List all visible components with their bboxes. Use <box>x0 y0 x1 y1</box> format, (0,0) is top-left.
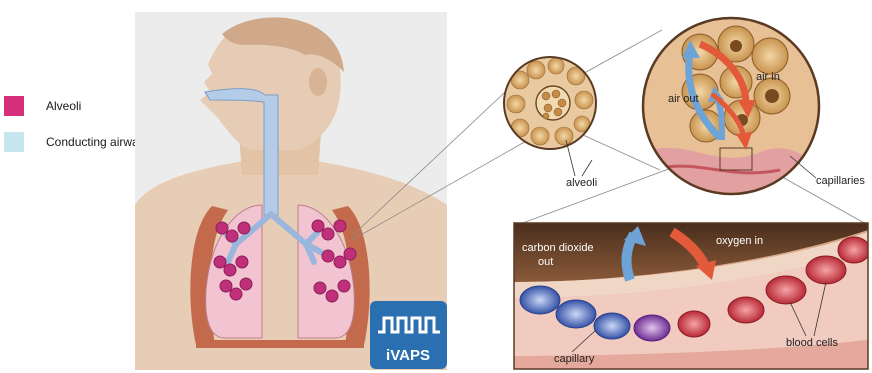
capillary-cross-section: carbon dioxide out oxygen in capillary b… <box>514 223 870 369</box>
label-alveoli: alveoli <box>566 177 597 189</box>
alveoli-magnifier-small <box>504 57 596 149</box>
label-capillary: capillary <box>554 353 595 365</box>
label-oxygen-in: oxygen in <box>716 235 763 247</box>
label-air-out: air out <box>668 93 699 105</box>
label-carbon-dioxide: carbon dioxide <box>522 242 594 254</box>
label-blood-cells: blood cells <box>786 337 838 349</box>
label-capillaries: capillaries <box>816 175 865 187</box>
alveoli-magnifier-large: air in air out <box>643 18 820 194</box>
ivaps-logo: iVAPS <box>370 301 447 369</box>
ear <box>309 68 327 96</box>
label-carbon-dioxide-out: out <box>538 256 553 268</box>
logo-text: iVAPS <box>386 347 430 364</box>
label-air-in: air in <box>756 71 780 83</box>
diaphragm <box>196 340 364 348</box>
